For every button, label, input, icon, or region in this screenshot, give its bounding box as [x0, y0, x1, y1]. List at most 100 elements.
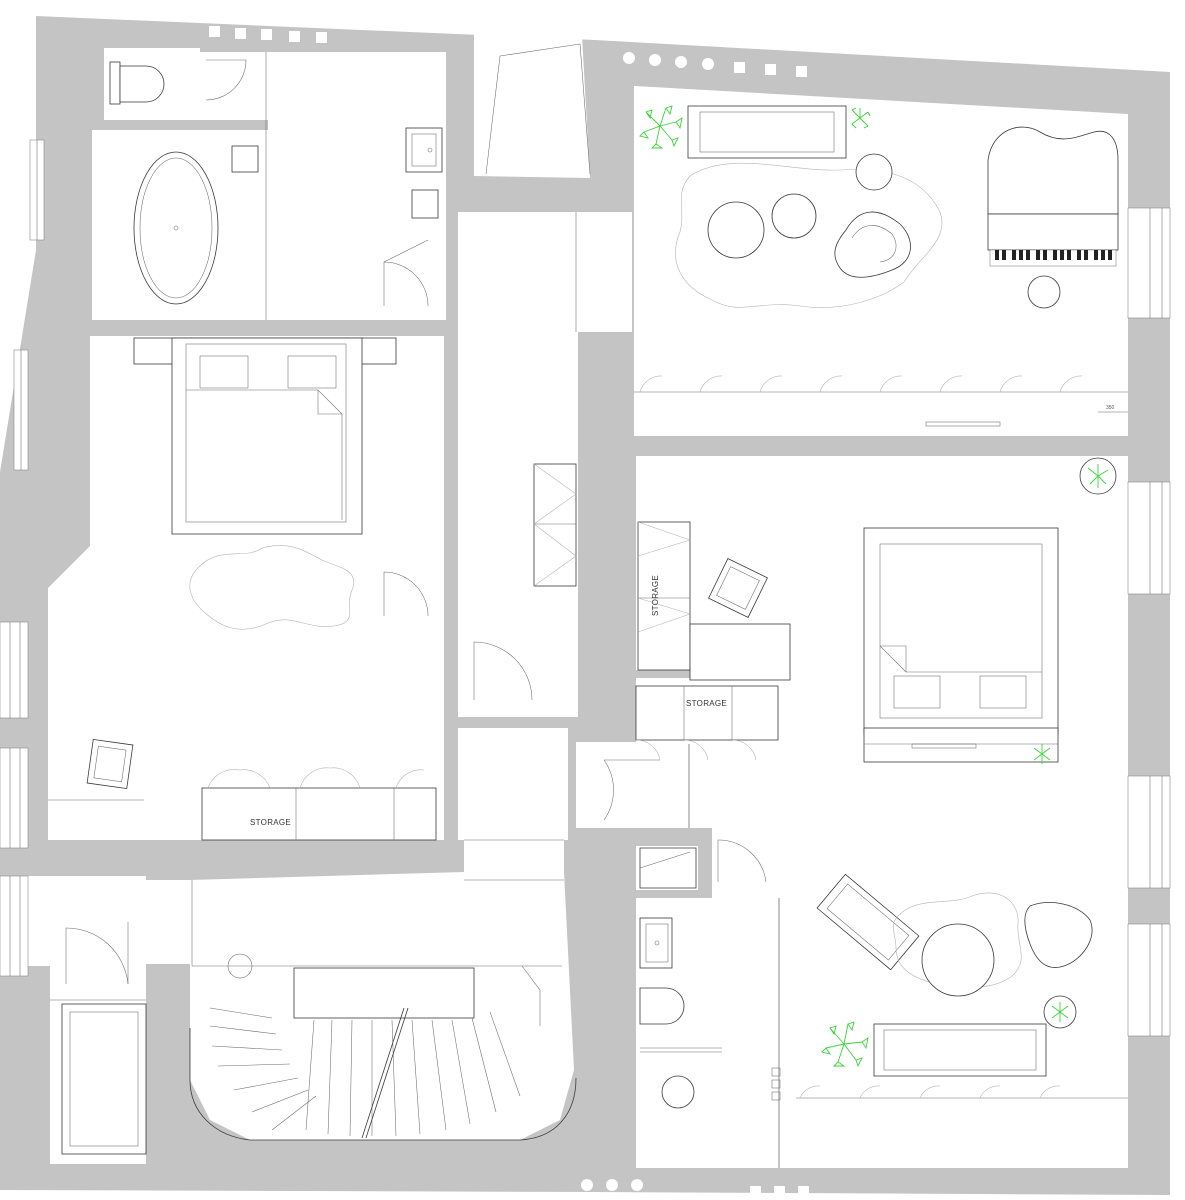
plants [639, 105, 1109, 1068]
window-left-3 [0, 621, 29, 719]
vestibule-cabinet [61, 1003, 147, 1155]
closet-horizontal [635, 685, 779, 741]
room-lounge-left [712, 828, 782, 898]
plant-bedroom-corner [1033, 744, 1051, 764]
closet-upper-block [689, 623, 791, 681]
piano-keys [989, 249, 1117, 267]
walls [0, 16, 1170, 1195]
storage-label-vertical: STORAGE [651, 575, 660, 616]
room-passage [576, 742, 688, 828]
floor-drain [661, 1075, 695, 1109]
window-right-1 [1127, 207, 1171, 319]
vent-round [702, 58, 714, 70]
plant-lounge-pot [1051, 1002, 1069, 1022]
sink-lower [639, 917, 673, 969]
vent-square [289, 31, 300, 42]
wall-perforations [209, 26, 809, 1197]
stair-hall [189, 880, 577, 1141]
bath-cabinet [411, 189, 439, 219]
room-stair-entry [146, 880, 192, 964]
toilet-tank [109, 61, 121, 105]
headboard-right [863, 727, 1059, 763]
sofa-lounge [873, 1023, 1047, 1077]
corridor-elements: STORAGE STORAGE [464, 212, 791, 881]
bedroom-right-furniture [863, 457, 1117, 763]
storage-label-horizontal: STORAGE [686, 699, 727, 708]
daybed [816, 873, 920, 971]
armchair-side-hall [86, 738, 134, 790]
bed-frame [171, 337, 363, 535]
stair-direction [365, 1007, 409, 1139]
window-right-2 [1127, 481, 1171, 595]
door-bedroom-left [383, 571, 429, 617]
vent-round [649, 54, 661, 66]
corridor-cupboard [533, 463, 577, 587]
coffee-table-small [771, 193, 817, 239]
door-lounge [717, 839, 767, 883]
vent-square [734, 62, 745, 73]
newel-post [227, 953, 253, 979]
toilet-lower [639, 987, 685, 1025]
round-table-lounge [921, 923, 995, 997]
window-left-4 [0, 747, 29, 849]
room-vanity [268, 52, 446, 320]
door-vestibule [65, 927, 129, 985]
window-right-3 [1127, 775, 1171, 889]
bath-shelf [231, 145, 259, 173]
plant-lounge-left [821, 1021, 869, 1068]
vent-square [209, 26, 220, 37]
vent-square [765, 64, 776, 75]
radiator [925, 421, 1001, 427]
piano-stool [1027, 275, 1061, 309]
room-shaft [474, 32, 590, 178]
lounge-furniture [796, 873, 1128, 1099]
closet-vertical [637, 521, 691, 671]
room-vanity-extra [200, 52, 268, 120]
vent-square [798, 1186, 809, 1197]
room-stair-landing [464, 840, 564, 880]
armchair-corridor [708, 558, 768, 618]
vestibule-furniture [50, 999, 147, 1155]
grand-piano [987, 126, 1119, 215]
sofa-living [687, 105, 847, 159]
door-vanity [383, 261, 429, 307]
vent-square [796, 66, 807, 77]
door-passage [603, 759, 614, 821]
sanitary [109, 52, 781, 1109]
bed-frame-right [863, 527, 1059, 735]
shower-tray [639, 847, 697, 889]
side-table-living [855, 153, 893, 191]
vent-round [606, 1179, 618, 1191]
sink-top [405, 127, 443, 173]
door-corridor [473, 641, 533, 701]
dimension-note: 350 [1106, 405, 1115, 411]
wardrobe-left [201, 787, 437, 841]
rug-lounge [893, 892, 1022, 989]
stair-bench [293, 967, 475, 1019]
vent-round [675, 56, 687, 68]
piano-keyboard [987, 213, 1119, 251]
storage-label-left: STORAGE [250, 818, 291, 827]
vent-square [774, 1186, 785, 1197]
window-left-5 [0, 875, 29, 977]
rug-left [189, 545, 355, 630]
shaft-diagonal [499, 43, 581, 57]
doors [65, 43, 767, 985]
room-side-hall [48, 536, 200, 840]
vent-square [235, 28, 246, 39]
toilet-bowl [119, 65, 165, 103]
plant-bedroom [1087, 464, 1109, 488]
plant-living-right [851, 107, 871, 129]
vent-square [261, 29, 272, 40]
lounge-chair-living [834, 211, 911, 278]
stair-curve [189, 1028, 577, 1141]
bedroom-left-furniture: STORAGE [48, 337, 437, 841]
window-right-4 [1127, 923, 1171, 1037]
vent-round [623, 52, 635, 64]
bathtub [133, 151, 219, 305]
room-corridor-low [458, 728, 568, 840]
room-lounge [780, 828, 1128, 1168]
plant-living-left [639, 105, 683, 149]
staircase-treads [209, 1007, 521, 1137]
living-room-furniture: 350 [634, 105, 1128, 427]
